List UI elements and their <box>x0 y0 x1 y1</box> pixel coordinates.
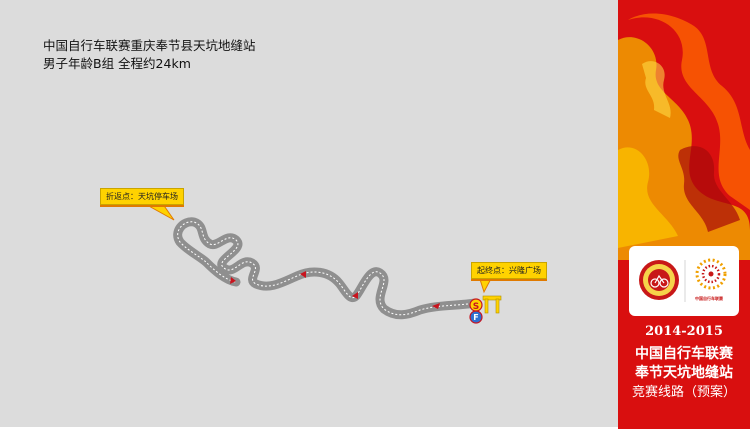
direction-arrow-icon <box>230 277 236 284</box>
league-logo-caption: 中国自行车联赛 <box>695 296 723 301</box>
federation-emblem-icon <box>639 260 679 300</box>
route-layer: S F <box>136 199 502 324</box>
cyclist-artwork <box>618 13 750 261</box>
finish-marker-icon: F <box>469 310 483 324</box>
league-name: 中国自行车联赛 <box>635 346 733 362</box>
route-centerline <box>177 221 477 316</box>
turnaround-callout: 折返点：天坑停车场 <box>100 188 184 205</box>
race-title: 中国自行车联赛重庆奉节县天坑地缝站 <box>43 38 256 53</box>
start-marker-icon: S <box>469 298 483 312</box>
direction-arrow-icon <box>300 271 306 278</box>
finish-marker-label: F <box>473 313 478 322</box>
finish-gate-icon <box>482 295 502 314</box>
venue-name: 奉节天坑地缝站 <box>635 365 733 381</box>
route-label: 竞赛线路（预案） <box>631 385 736 400</box>
logo-card: 中国自行车联赛 <box>629 246 739 316</box>
start-finish-callout: 起终点：兴隆广场 <box>471 262 547 279</box>
league-logo-icon <box>695 258 727 290</box>
season-years: 2014-2015 <box>645 324 723 339</box>
sidebar-banner: 中国自行车联赛 2014-2015 中国自行车联赛 奉节天坑地缝站 竞赛线路（预… <box>618 0 750 429</box>
route-map: 中国自行车联赛重庆奉节县天坑地缝站 男子年龄B组 全程约24km S F 折返点… <box>0 0 618 427</box>
race-subtitle: 男子年龄B组 全程约24km <box>43 56 191 71</box>
direction-arrow-icon <box>432 303 440 309</box>
start-marker-label: S <box>473 302 479 312</box>
direction-arrow-icon <box>352 292 358 299</box>
route-path <box>173 217 481 320</box>
